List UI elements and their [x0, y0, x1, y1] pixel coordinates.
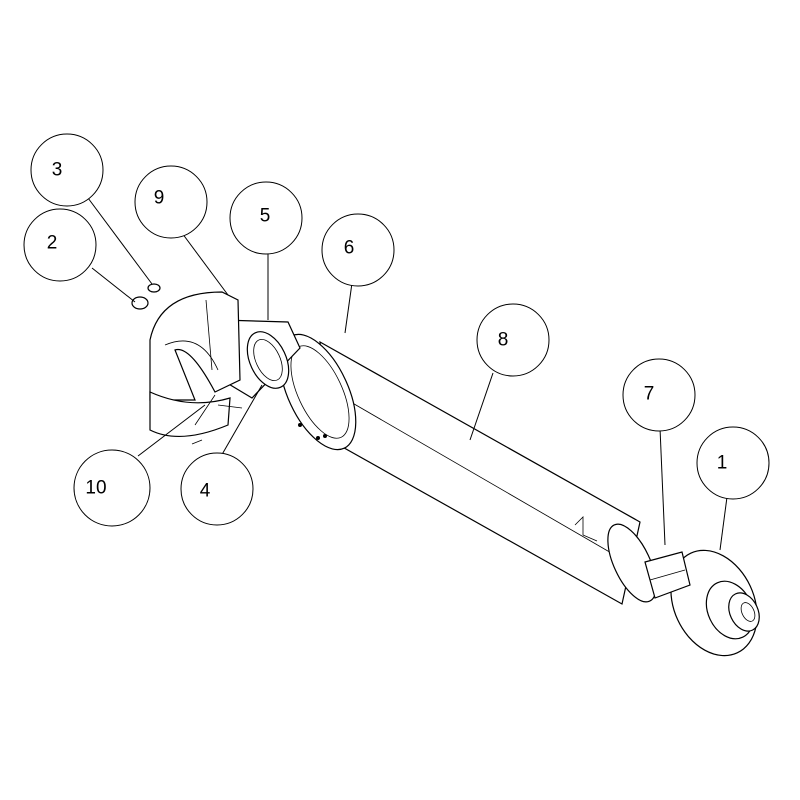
terminal-part-1 [670, 549, 760, 657]
callout-7: 7 [622, 358, 696, 432]
callout-label: 8 [498, 330, 509, 351]
callout-3: 3 [30, 133, 104, 207]
callout-label: 1 [717, 453, 728, 474]
seal-part-3 [147, 283, 161, 293]
callout-9: 9 [134, 165, 208, 239]
callout-5: 5 [229, 181, 303, 255]
elbow-part-9 [149, 291, 243, 445]
callout-8: 8 [476, 303, 550, 377]
leader-lines [87, 197, 728, 551]
callout-label: 5 [260, 206, 271, 227]
bracket-part-7 [644, 551, 691, 599]
coupling-part-5 [221, 319, 301, 399]
callout-6: 6 [321, 213, 395, 287]
callout-label: 9 [154, 188, 165, 209]
callout-1: 1 [696, 426, 770, 500]
callout-2: 2 [23, 208, 97, 282]
pipe-part-8 [319, 340, 657, 605]
callout-label: 3 [52, 160, 63, 181]
callout-label: 6 [344, 238, 355, 259]
callout-10: 10 [73, 449, 151, 527]
callout-label: 10 [85, 478, 106, 499]
callout-label: 7 [644, 384, 655, 405]
callout-4: 4 [180, 452, 254, 526]
callout-label: 2 [47, 233, 58, 254]
callout-label: 4 [200, 481, 211, 502]
seal-part-2 [131, 296, 149, 310]
